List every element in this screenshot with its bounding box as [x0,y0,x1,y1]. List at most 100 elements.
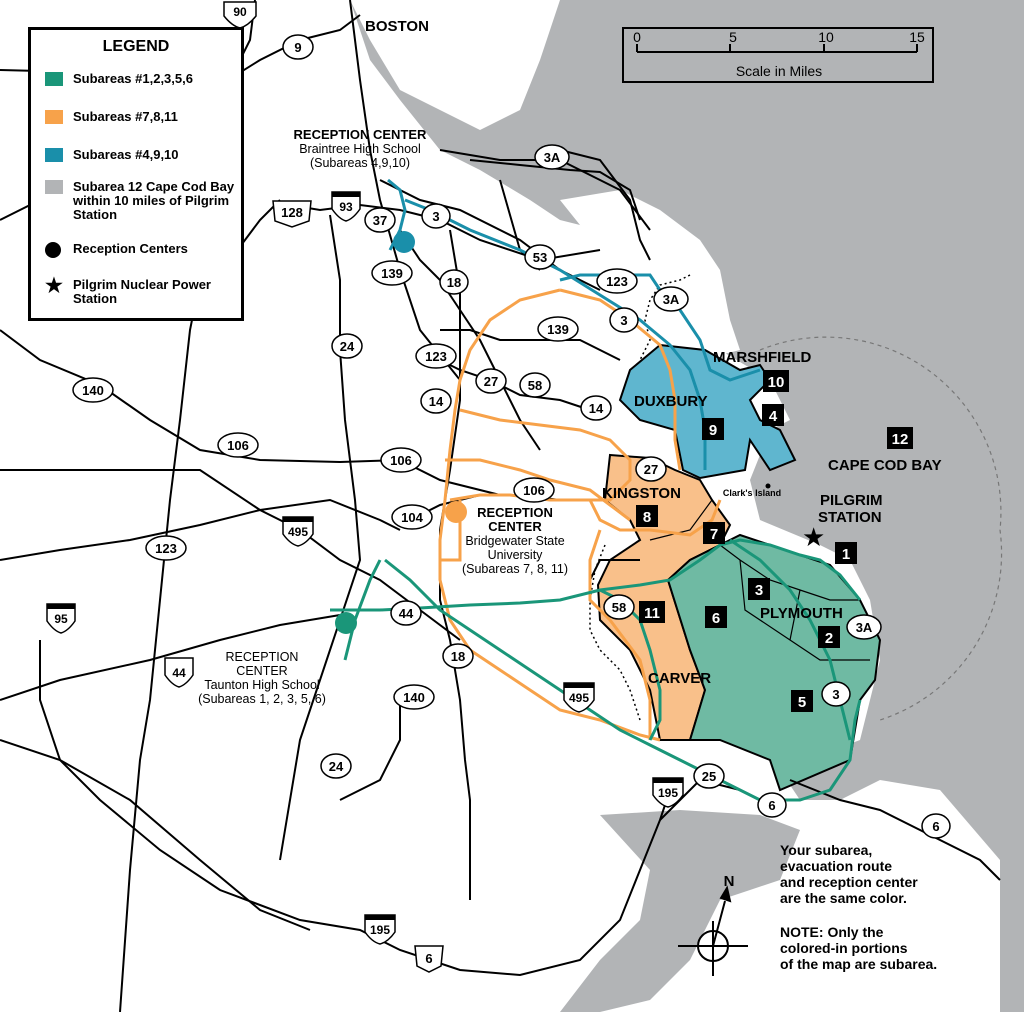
svg-text:90: 90 [233,5,247,19]
ocean [350,0,1024,1012]
reception-center-braintree-dot [393,231,415,253]
svg-text:9: 9 [709,422,717,439]
svg-text:128: 128 [281,205,303,220]
place-duxbury: DUXBURY [634,393,708,410]
legend-item-gray: Subarea 12 Cape Cod Bay within 10 miles … [45,180,235,222]
svg-text:58: 58 [528,378,542,393]
place-plymouth: PLYMOUTH [760,605,843,622]
legend-item-green: Subareas #1,2,3,5,6 [45,72,193,86]
svg-text:195: 195 [370,923,390,937]
svg-text:3: 3 [620,313,627,328]
orange-routes [438,288,722,742]
scale-bar [636,44,918,53]
svg-text:11: 11 [644,605,660,622]
svg-text:14: 14 [589,401,604,416]
svg-text:123: 123 [425,349,447,364]
svg-text:3: 3 [832,687,839,702]
svg-text:3: 3 [432,209,439,224]
svg-text:37: 37 [373,213,387,228]
ten-mile-radius [759,336,1003,721]
note-same-color: Your subarea, evacuation route and recep… [780,842,918,906]
place-cape-cod-bay: CAPE COD BAY [828,457,942,474]
interstate-markers: 90 93 495 95 44 495 195 195 [46,1,684,945]
circle-icon [45,242,61,258]
pilgrim-station-star-icon: ★ [802,522,825,552]
gray-swatch [45,180,63,194]
svg-text:495: 495 [569,691,589,705]
svg-text:18: 18 [447,275,461,290]
place-pilgrim-1: PILGRIM [820,492,883,509]
svg-text:140: 140 [82,383,104,398]
svg-text:93: 93 [339,200,353,214]
us-route-markers: 128 6 [272,200,444,973]
svg-text:6: 6 [768,798,775,813]
svg-text:1: 1 [842,546,850,563]
scale-tick-15: 15 [909,29,925,45]
svg-text:44: 44 [172,666,186,680]
legend-item-reception: Reception Centers [45,242,188,258]
svg-text:27: 27 [644,462,658,477]
place-carver: CARVER [648,670,711,687]
svg-text:24: 24 [340,339,355,354]
green-swatch [45,72,63,86]
place-marshfield: MARSHFIELD [713,349,811,366]
svg-text:7: 7 [710,526,718,543]
svg-text:3A: 3A [544,150,561,165]
subarea-markers: 1 2 3 4 5 6 7 8 9 10 11 12 [636,370,913,712]
reception-center-taunton-dot [335,612,357,634]
svg-text:6: 6 [932,819,939,834]
star-icon: ★ [45,275,63,297]
reception-center-bridgewater-dot [445,501,467,523]
svg-text:58: 58 [612,600,626,615]
svg-text:140: 140 [403,690,425,705]
county-line [589,274,691,721]
place-kingston: KINGSTON [602,485,681,502]
svg-text:5: 5 [798,694,806,711]
svg-text:27: 27 [484,374,498,389]
scale-tick-0: 0 [633,29,641,45]
svg-text:3A: 3A [663,292,680,307]
legend-item-pilgrim: ★Pilgrim Nuclear Power Station [45,275,211,306]
land [350,0,740,355]
svg-text:106: 106 [390,453,412,468]
svg-text:6: 6 [425,951,432,966]
svg-text:24: 24 [329,759,344,774]
blue-swatch [45,148,63,162]
reception-center-taunton-label: RECEPTION CENTER Taunton High School (Su… [198,650,326,706]
svg-text:25: 25 [702,769,716,784]
svg-text:106: 106 [523,483,545,498]
note-colored-portions: NOTE: Only the colored-in portions of th… [780,924,938,972]
svg-text:3: 3 [755,582,763,599]
svg-text:95: 95 [54,612,68,626]
svg-text:12: 12 [892,431,909,448]
orange-swatch [45,110,63,124]
svg-text:9: 9 [294,40,301,55]
svg-text:53: 53 [533,250,547,265]
place-clarks-island: Clark's Island [723,488,781,498]
svg-text:195: 195 [658,786,678,800]
svg-text:14: 14 [429,394,444,409]
legend-title: LEGEND [102,38,170,55]
legend-item-blue: Subareas #4,9,10 [45,148,179,162]
svg-text:18: 18 [451,649,465,664]
scale-box [622,27,934,83]
svg-text:123: 123 [606,274,628,289]
place-boston: BOSTON [365,18,429,35]
svg-text:3A: 3A [856,620,873,635]
svg-text:495: 495 [288,525,308,539]
reception-center-bridgewater-label: RECEPTION CENTER Bridgewater State Unive… [461,505,569,577]
svg-text:4: 4 [769,408,778,425]
svg-text:6: 6 [712,610,720,627]
place-pilgrim-2: STATION [818,509,882,526]
svg-text:104: 104 [401,510,423,525]
svg-text:2: 2 [825,630,833,647]
compass-rose-icon [678,885,748,976]
svg-text:8: 8 [643,509,651,526]
svg-text:139: 139 [381,266,403,281]
scale-tick-10: 10 [818,29,834,45]
legend-item-orange: Subareas #7,8,11 [45,110,178,124]
scale-label: Scale in Miles [736,63,822,79]
svg-text:123: 123 [155,541,177,556]
scale-tick-5: 5 [729,29,737,45]
